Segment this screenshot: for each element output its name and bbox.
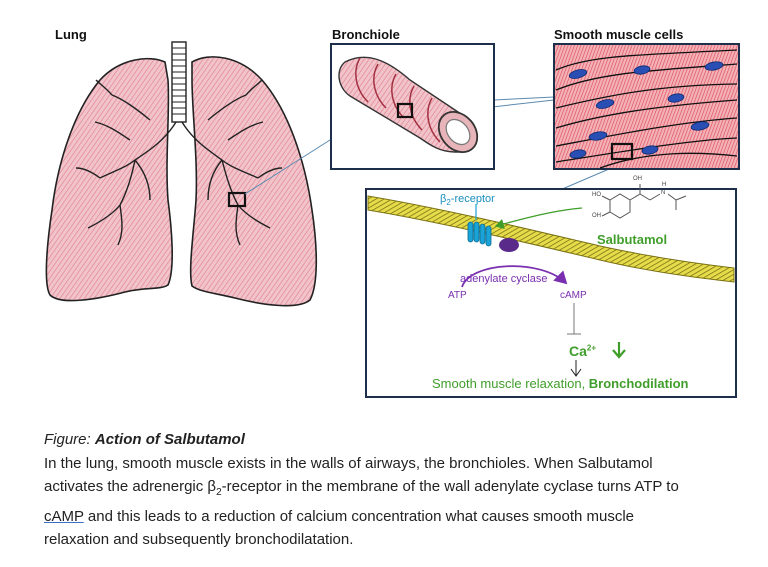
- lung-title: Lung: [55, 27, 87, 42]
- camp-label: cAMP: [560, 290, 587, 301]
- down-arrow-icon-black: [570, 360, 582, 377]
- caption-line-3: cAMP and this leads to a reduction of ca…: [44, 507, 635, 525]
- molecule-h: H: [662, 182, 667, 188]
- molecule-n: N: [661, 190, 666, 196]
- camp-link[interactable]: cAMP: [44, 507, 84, 525]
- molecule-oh1: OH: [633, 176, 642, 182]
- beta2-receptor-icon: [467, 221, 492, 247]
- figure-caption: Figure: Action of Salbutamol In the lung…: [44, 428, 744, 552]
- muscle-zoom-marker: [610, 142, 634, 161]
- calcium-label: Ca2+: [569, 343, 597, 359]
- bronchiole-title: Bronchiole: [332, 27, 400, 42]
- bronchiole-panel: [330, 43, 495, 170]
- caption-line-1: In the lung, smooth muscle exists in the…: [44, 454, 653, 472]
- adenylate-cyclase-icon: [499, 238, 519, 252]
- adenylate-cyclase-label: adenylate cyclase: [460, 273, 548, 285]
- caption-line-2: activates the adrenergic β2-receptor in …: [44, 478, 679, 498]
- bronchial-tree: [75, 79, 283, 246]
- beta2-receptor-label: β2-receptor: [440, 193, 495, 208]
- smooth-muscle-title: Smooth muscle cells: [554, 27, 684, 42]
- caption-line-4: relaxation and subsequently bronchodilat…: [44, 531, 354, 548]
- caption-title: Figure: Action of Salbutamol: [44, 431, 245, 448]
- lung-zoom-marker: [227, 191, 247, 208]
- smooth-muscle-panel: [553, 43, 740, 170]
- left-lung: [45, 57, 173, 302]
- right-lung: [189, 56, 318, 307]
- mechanism-panel: [365, 184, 737, 398]
- molecule-ho: HO: [592, 192, 601, 198]
- salbutamol-label: Salbutamol: [597, 232, 668, 247]
- atp-label: ATP: [448, 290, 467, 301]
- salbutamol-structure-icon: [601, 184, 687, 219]
- lung-illustration: [45, 41, 318, 307]
- down-arrow-icon: [612, 342, 626, 359]
- molecule-oh2: OH: [592, 213, 601, 219]
- inhibition-bar-icon: [567, 303, 581, 335]
- bronchiole-zoom-marker: [396, 102, 414, 119]
- relaxation-label: Smooth muscle relaxation, Bronchodilatio…: [432, 376, 689, 391]
- diagram-canvas: [45, 41, 740, 398]
